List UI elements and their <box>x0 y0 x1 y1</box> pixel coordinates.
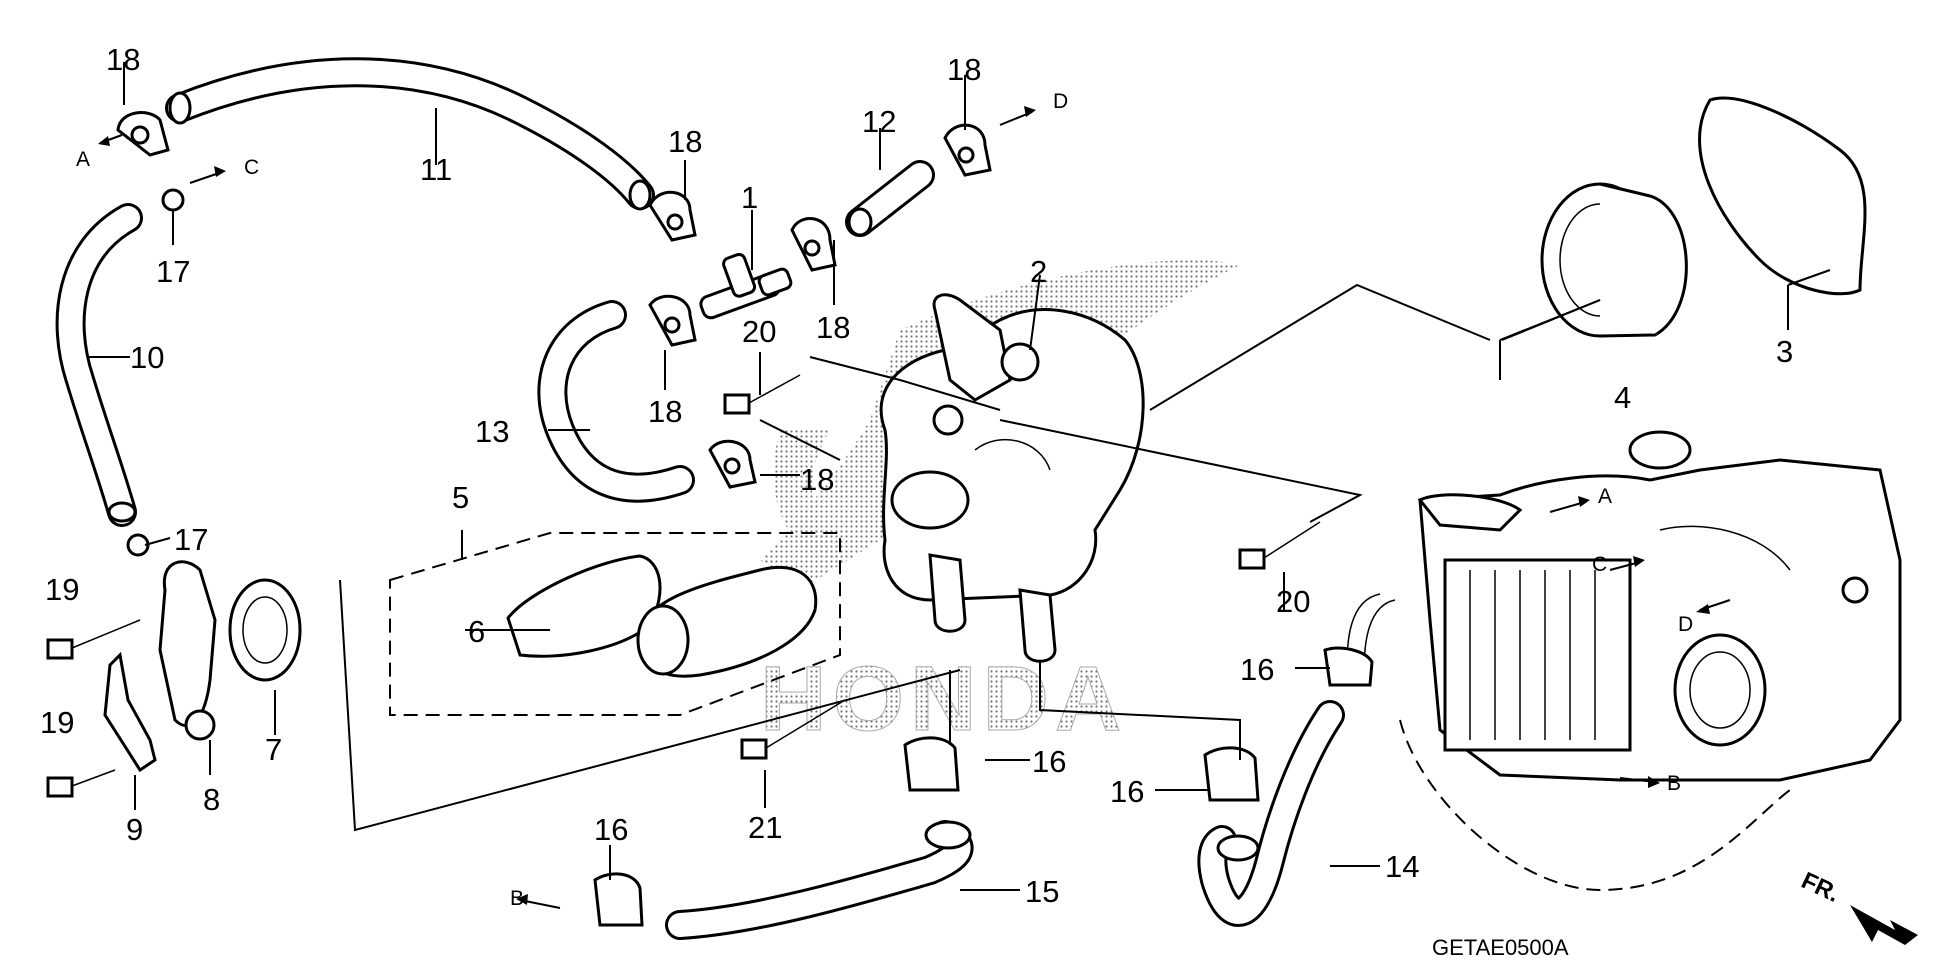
callout-20a: 20 <box>742 314 776 349</box>
water-pump-body-2 <box>879 293 1145 663</box>
callout-7: 7 <box>265 732 282 767</box>
clip-18d <box>790 217 837 272</box>
ring-7 <box>228 578 302 682</box>
clip-17a <box>161 188 185 212</box>
engine-assembly <box>1417 430 1902 782</box>
clip-18e <box>648 294 697 347</box>
callout-16d: 16 <box>594 812 628 847</box>
connector-letters: A C D B A C D B <box>76 90 1693 910</box>
leader-lines <box>88 62 1831 891</box>
clip-18c <box>943 123 992 177</box>
callout-18d: 18 <box>816 310 850 345</box>
callout-19a: 19 <box>45 572 79 607</box>
hose-12 <box>845 160 935 237</box>
callout-20b: 20 <box>1276 584 1310 619</box>
callout-10: 10 <box>130 340 164 375</box>
callout-17b: 17 <box>174 522 208 557</box>
callout-12: 12 <box>862 104 896 139</box>
callout-15: 15 <box>1025 874 1059 909</box>
callout-16b: 16 <box>1110 774 1144 809</box>
callout-8: 8 <box>203 782 220 817</box>
bolt-21 <box>740 699 846 760</box>
clip-16a <box>903 736 960 792</box>
callout-18e: 18 <box>648 394 682 429</box>
connector-C-left: C <box>244 156 259 179</box>
clip-18b <box>648 190 697 242</box>
front-marker: FR. <box>1797 867 1918 945</box>
clip-16d <box>593 872 644 927</box>
hose-15 <box>665 820 974 940</box>
callout-1: 1 <box>741 180 758 215</box>
connector-D-right: D <box>1678 613 1693 636</box>
clip-16c <box>1323 646 1374 687</box>
clip-18f <box>708 439 757 489</box>
connector-A-right: A <box>1598 485 1612 508</box>
gasket-3 <box>1698 96 1867 296</box>
callout-11: 11 <box>420 152 452 187</box>
flange-8 <box>158 560 217 741</box>
clip-18a <box>116 111 170 157</box>
hose-14 <box>1197 700 1345 927</box>
callouts: 1 2 3 4 5 6 7 8 9 10 11 12 13 14 15 16 1… <box>40 42 1793 909</box>
brand-watermark: HONDA <box>760 648 1127 750</box>
diagram-code: GETAE0500A <box>1432 935 1569 960</box>
clip-16b <box>1203 746 1260 802</box>
connector-A-left: A <box>76 148 90 171</box>
callout-21: 21 <box>748 810 782 845</box>
callout-2: 2 <box>1030 254 1047 289</box>
bolt-20b <box>1238 521 1321 570</box>
callout-19b: 19 <box>40 705 74 740</box>
callout-6: 6 <box>468 614 485 649</box>
callout-9: 9 <box>126 812 143 847</box>
bracket-9 <box>103 651 157 773</box>
connector-B-left: B <box>510 887 524 910</box>
front-marker-label: FR. <box>1797 867 1843 908</box>
connector-C-right: C <box>1592 553 1607 576</box>
connector-D-left: D <box>1053 90 1068 113</box>
callout-18a: 18 <box>106 42 140 77</box>
callout-18c: 18 <box>947 52 981 87</box>
bolt-19a <box>46 619 141 660</box>
thermostat-box-5 <box>389 532 841 716</box>
callout-3: 3 <box>1776 334 1793 369</box>
callout-5: 5 <box>452 480 469 515</box>
bolt-20a <box>723 374 801 415</box>
hose-10 <box>55 203 143 527</box>
callout-16c: 16 <box>1240 652 1274 687</box>
callout-18f: 18 <box>800 462 834 497</box>
t-joint-1 <box>699 252 793 320</box>
bolt-19b <box>46 769 116 798</box>
connector-arrows <box>98 106 1731 909</box>
hose-11 <box>165 57 655 211</box>
callout-4: 4 <box>1614 380 1631 415</box>
seal-4 <box>1540 182 1688 338</box>
engine-outline <box>1399 719 1791 892</box>
connector-B-right: B <box>1667 772 1681 795</box>
callout-14: 14 <box>1385 849 1419 884</box>
callout-18b: 18 <box>668 124 702 159</box>
callout-13: 13 <box>475 414 509 449</box>
callout-16a: 16 <box>1032 744 1066 779</box>
callout-17a: 17 <box>156 254 190 289</box>
